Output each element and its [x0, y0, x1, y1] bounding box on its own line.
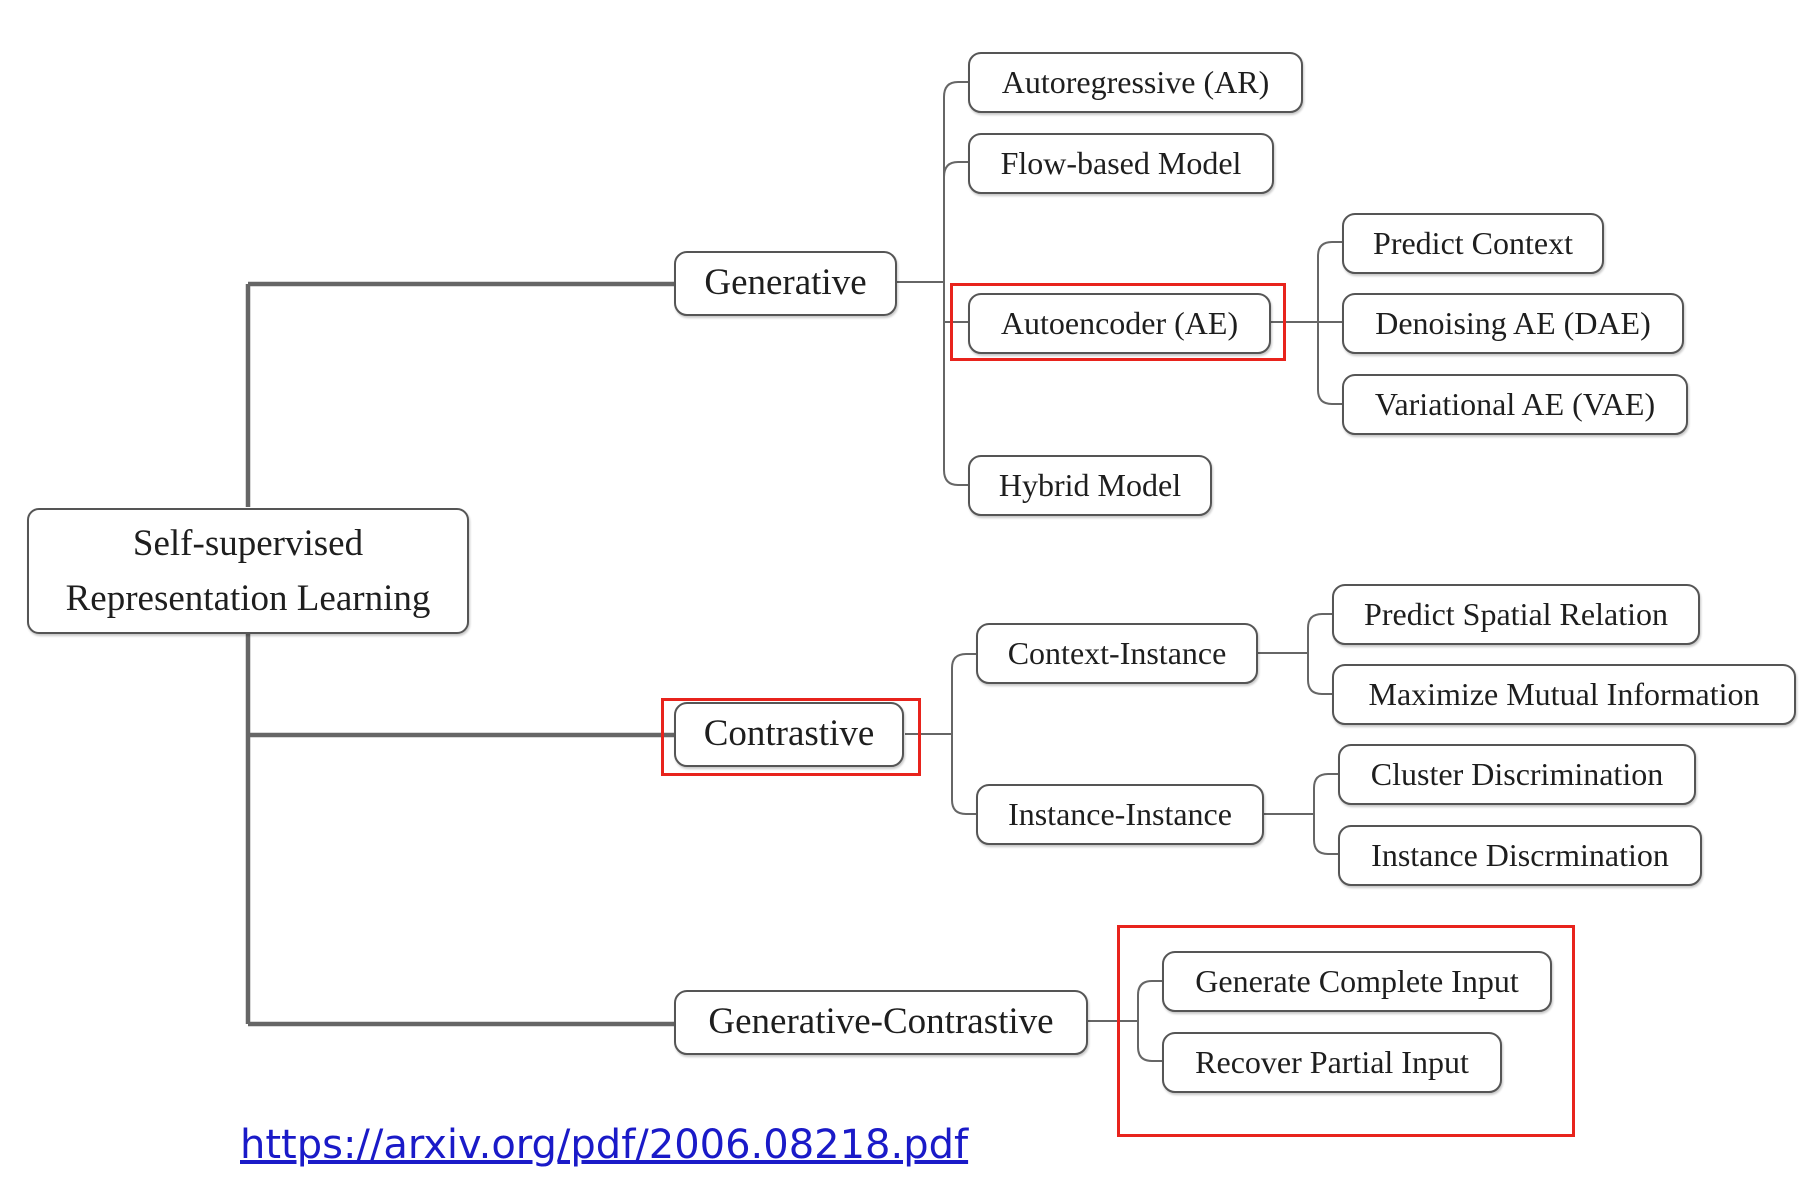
generative-contrastive-node: Generative-Contrastive — [674, 990, 1088, 1055]
generative-node: Generative — [674, 251, 897, 316]
context-instance-node: Context-Instance — [976, 623, 1258, 684]
contrastive-highlight-box — [661, 698, 921, 776]
flow-based-model-node: Flow-based Model — [968, 133, 1274, 194]
autoencoder-highlight-box — [950, 283, 1286, 361]
root-label-line1: Self-supervised — [132, 522, 364, 564]
generative-branch-line — [897, 81, 968, 486]
autoencoder-node: Autoencoder (AE) — [968, 293, 1271, 354]
ae-branch-line — [1271, 241, 1342, 405]
contrastive-node: Contrastive — [674, 702, 904, 767]
denoising-ae-node: Denoising AE (DAE) — [1342, 293, 1684, 354]
gencontrastive-branch-line — [1088, 980, 1162, 1062]
generative-contrastive-highlight-box — [1117, 925, 1575, 1137]
variational-ae-node: Variational AE (VAE) — [1342, 374, 1688, 435]
hybrid-model-node: Hybrid Model — [968, 455, 1212, 516]
context-instance-branch-line — [1258, 613, 1332, 695]
root-node: Self-supervised Representation Learning — [27, 508, 469, 634]
maximize-mutual-information-node: Maximize Mutual Information — [1332, 664, 1796, 725]
instance-discrimination-node: Instance Discrmination — [1338, 825, 1702, 886]
root-label-line2: Representation Learning — [65, 578, 431, 619]
arxiv-link[interactable]: https://arxiv.org/pdf/2006.08218.pdf — [240, 1122, 969, 1168]
instance-instance-branch-line — [1264, 773, 1338, 855]
predict-spatial-relation-node: Predict Spatial Relation — [1332, 584, 1700, 645]
generate-complete-input-node: Generate Complete Input — [1162, 951, 1552, 1012]
autoregressive-node: Autoregressive (AR) — [968, 52, 1303, 113]
recover-partial-input-node: Recover Partial Input — [1162, 1032, 1502, 1093]
contrastive-branch-line — [905, 653, 976, 815]
instance-instance-node: Instance-Instance — [976, 784, 1264, 845]
predict-context-node: Predict Context — [1342, 213, 1604, 274]
cluster-discrimination-node: Cluster Discrimination — [1338, 744, 1696, 805]
